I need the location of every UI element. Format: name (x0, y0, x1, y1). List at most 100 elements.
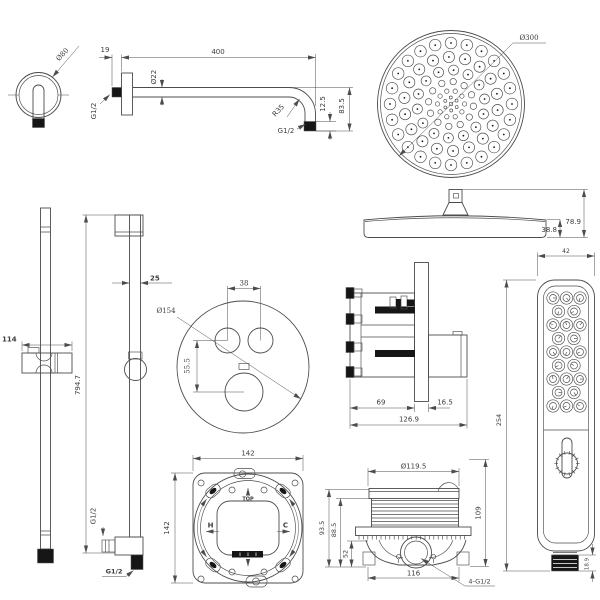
box-bottom-tab (245, 575, 268, 588)
head-nozzle (487, 54, 501, 68)
head-nozzle (403, 76, 416, 89)
hand-nozzle (559, 372, 574, 386)
head-nozzle-field (383, 36, 519, 172)
hand-nozzle (573, 399, 587, 413)
head-nozzle (454, 105, 459, 109)
hand-nozzle (551, 358, 566, 373)
head-side-connector (448, 189, 463, 203)
valve-body-side (349, 292, 415, 378)
slider-clamp (128, 351, 143, 360)
head-side-cone (442, 202, 469, 216)
head-nozzle (443, 105, 448, 110)
head-nozzle (470, 121, 482, 133)
rough-outlet-ring (400, 536, 432, 569)
trim-plate (176, 300, 310, 434)
head-nozzle (448, 64, 459, 76)
head-nozzle (459, 109, 465, 115)
arm-elbow-inner (288, 96, 306, 122)
head-nozzle (398, 91, 411, 104)
valve-flange-serration (358, 535, 465, 540)
head-nozzle (505, 97, 519, 111)
head-nozzle (420, 75, 432, 87)
head-nozzle (491, 104, 504, 117)
head-nozzle (437, 93, 443, 99)
head-nozzle (449, 108, 454, 113)
head-nozzle (385, 113, 399, 126)
head-side-body (363, 215, 547, 238)
head-nozzle (461, 101, 468, 107)
hand-nozzle (546, 372, 560, 386)
dim-arm-length: 400 (211, 48, 224, 56)
valve-pipe-upper (375, 306, 415, 314)
rotate-arrow-left (197, 498, 207, 558)
dim-arm-radius: R35 (271, 103, 286, 119)
dim-rough-h1: 93.5 (318, 521, 326, 535)
head-nozzle (392, 67, 405, 80)
rough-cap (368, 488, 460, 499)
head-nozzle (487, 140, 501, 154)
corner-boss (205, 557, 221, 573)
head-nozzle (459, 93, 465, 99)
head-nozzle (414, 45, 427, 58)
hand-nozzle (546, 291, 560, 305)
head-nozzle (503, 113, 517, 126)
hand-nozzle (573, 345, 587, 359)
head-nozzle (414, 150, 427, 163)
dim-box-width: 142 (241, 450, 254, 458)
arm-elbow-outer (288, 87, 316, 122)
head-nozzle (459, 53, 472, 66)
head-nozzle (490, 87, 503, 100)
rough-box-window (216, 500, 280, 556)
dim-box-height: 142 (163, 521, 171, 534)
head-nozzle (462, 69, 474, 80)
dim-arm-offset: 19 (101, 46, 110, 54)
valve-side-view: 69 16.5 126.9 (345, 262, 468, 429)
dim-valve-body-depth: 69 (377, 399, 386, 407)
head-nozzle (413, 88, 424, 100)
head-nozzle (412, 103, 423, 115)
hand-nozzle (567, 385, 581, 400)
hand-shower-view: 42 254 18.9 (495, 248, 596, 582)
valve-trim-view: 38 55.5 Ø154 (156, 280, 310, 434)
dim-bar-bottom-thread: G1/2 (106, 568, 123, 576)
slide-bar-front-view: 114 (2, 207, 73, 564)
bar-outlet-thread (130, 554, 144, 570)
head-nozzle (416, 135, 429, 148)
wall-elbow-view: Ø80 (8, 45, 80, 128)
head-nozzle (413, 63, 426, 76)
corner-boss (275, 557, 291, 573)
head-nozzle (454, 98, 459, 103)
head-nozzle (479, 93, 490, 105)
slide-bar-rail-side (129, 214, 141, 538)
head-nozzle (497, 128, 510, 141)
dim-bar-length: 794.7 (74, 375, 82, 395)
dim-elbow-diameter: Ø80 (55, 47, 71, 63)
head-nozzle (429, 87, 437, 95)
elbow-flange-outline (15, 72, 62, 118)
rotate-arrow-right (289, 498, 299, 558)
head-nozzle (428, 128, 440, 139)
label-box-cold: C (283, 522, 288, 530)
hand-nozzle (546, 399, 560, 413)
elbow-outlet-thread (32, 118, 45, 128)
slide-bar-holder (21, 352, 73, 374)
head-nozzle (429, 38, 442, 52)
dim-bar-top-thread: G1/2 (90, 508, 98, 525)
valve-knob-side (428, 334, 468, 378)
dim-hand-shower-length: 254 (495, 414, 503, 426)
head-nozzle (443, 132, 454, 144)
head-face-outline (377, 30, 525, 178)
head-nozzle (385, 82, 399, 95)
hand-nozzle (559, 318, 574, 332)
head-nozzle (497, 67, 510, 80)
head-nozzle (392, 128, 405, 141)
valve-port (345, 313, 363, 325)
head-nozzle (447, 145, 460, 157)
valve-port (345, 341, 363, 353)
trim-notch (238, 363, 250, 370)
dim-rough-width: 116 (407, 570, 421, 578)
hand-nozzle (573, 318, 587, 332)
hand-nozzle (567, 331, 581, 346)
dim-head-diameter: Ø300 (519, 34, 538, 42)
head-nozzle (434, 118, 442, 126)
